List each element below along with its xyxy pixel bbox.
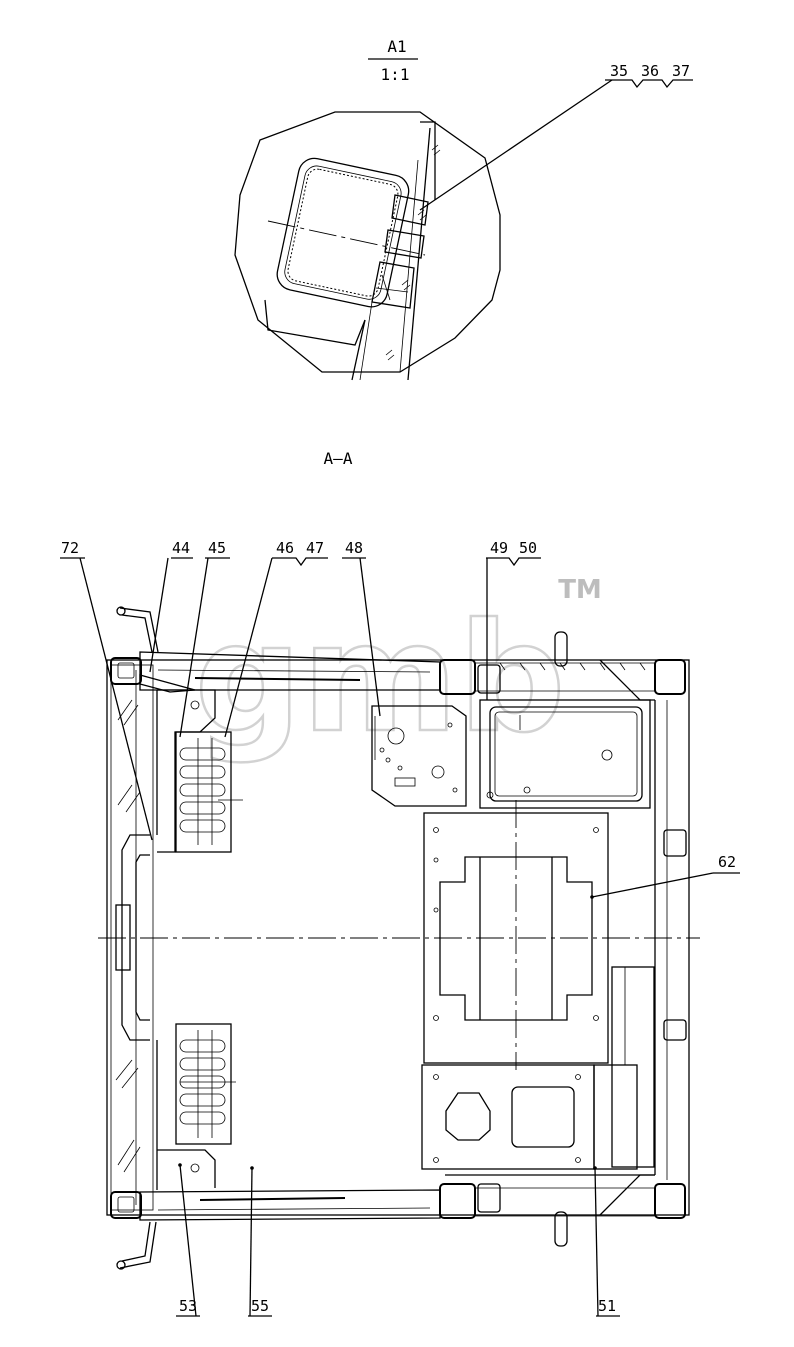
callout-46: 46 — [276, 539, 294, 557]
callout-55: 55 — [251, 1297, 269, 1315]
callout-62: 62 — [718, 853, 736, 871]
callout-47: 47 — [306, 539, 324, 557]
callout-50: 50 — [519, 539, 537, 557]
section-view — [98, 606, 700, 1270]
tube-profile — [276, 157, 410, 308]
section-label: A—A — [324, 449, 353, 468]
callout-49: 49 — [490, 539, 508, 557]
callout-35: 35 — [610, 62, 628, 80]
detail-outline — [234, 111, 501, 373]
callout-53: 53 — [179, 1297, 197, 1315]
callout-51: 51 — [598, 1297, 616, 1315]
callout-72: 72 — [61, 539, 79, 557]
callout-48: 48 — [345, 539, 363, 557]
callout-36: 36 — [641, 62, 659, 80]
callouts: 72 44 45 46 47 48 49 50 62 53 55 51 — [60, 539, 740, 1317]
detail-scale: 1:1 — [381, 65, 410, 84]
callout-44: 44 — [172, 539, 190, 557]
callout-45: 45 — [208, 539, 226, 557]
callout-37: 37 — [672, 62, 690, 80]
detail-a1: A1 1:1 35 36 37 — [234, 37, 693, 381]
trademark-symbol: TM — [558, 575, 602, 605]
detail-name: A1 — [387, 37, 406, 56]
